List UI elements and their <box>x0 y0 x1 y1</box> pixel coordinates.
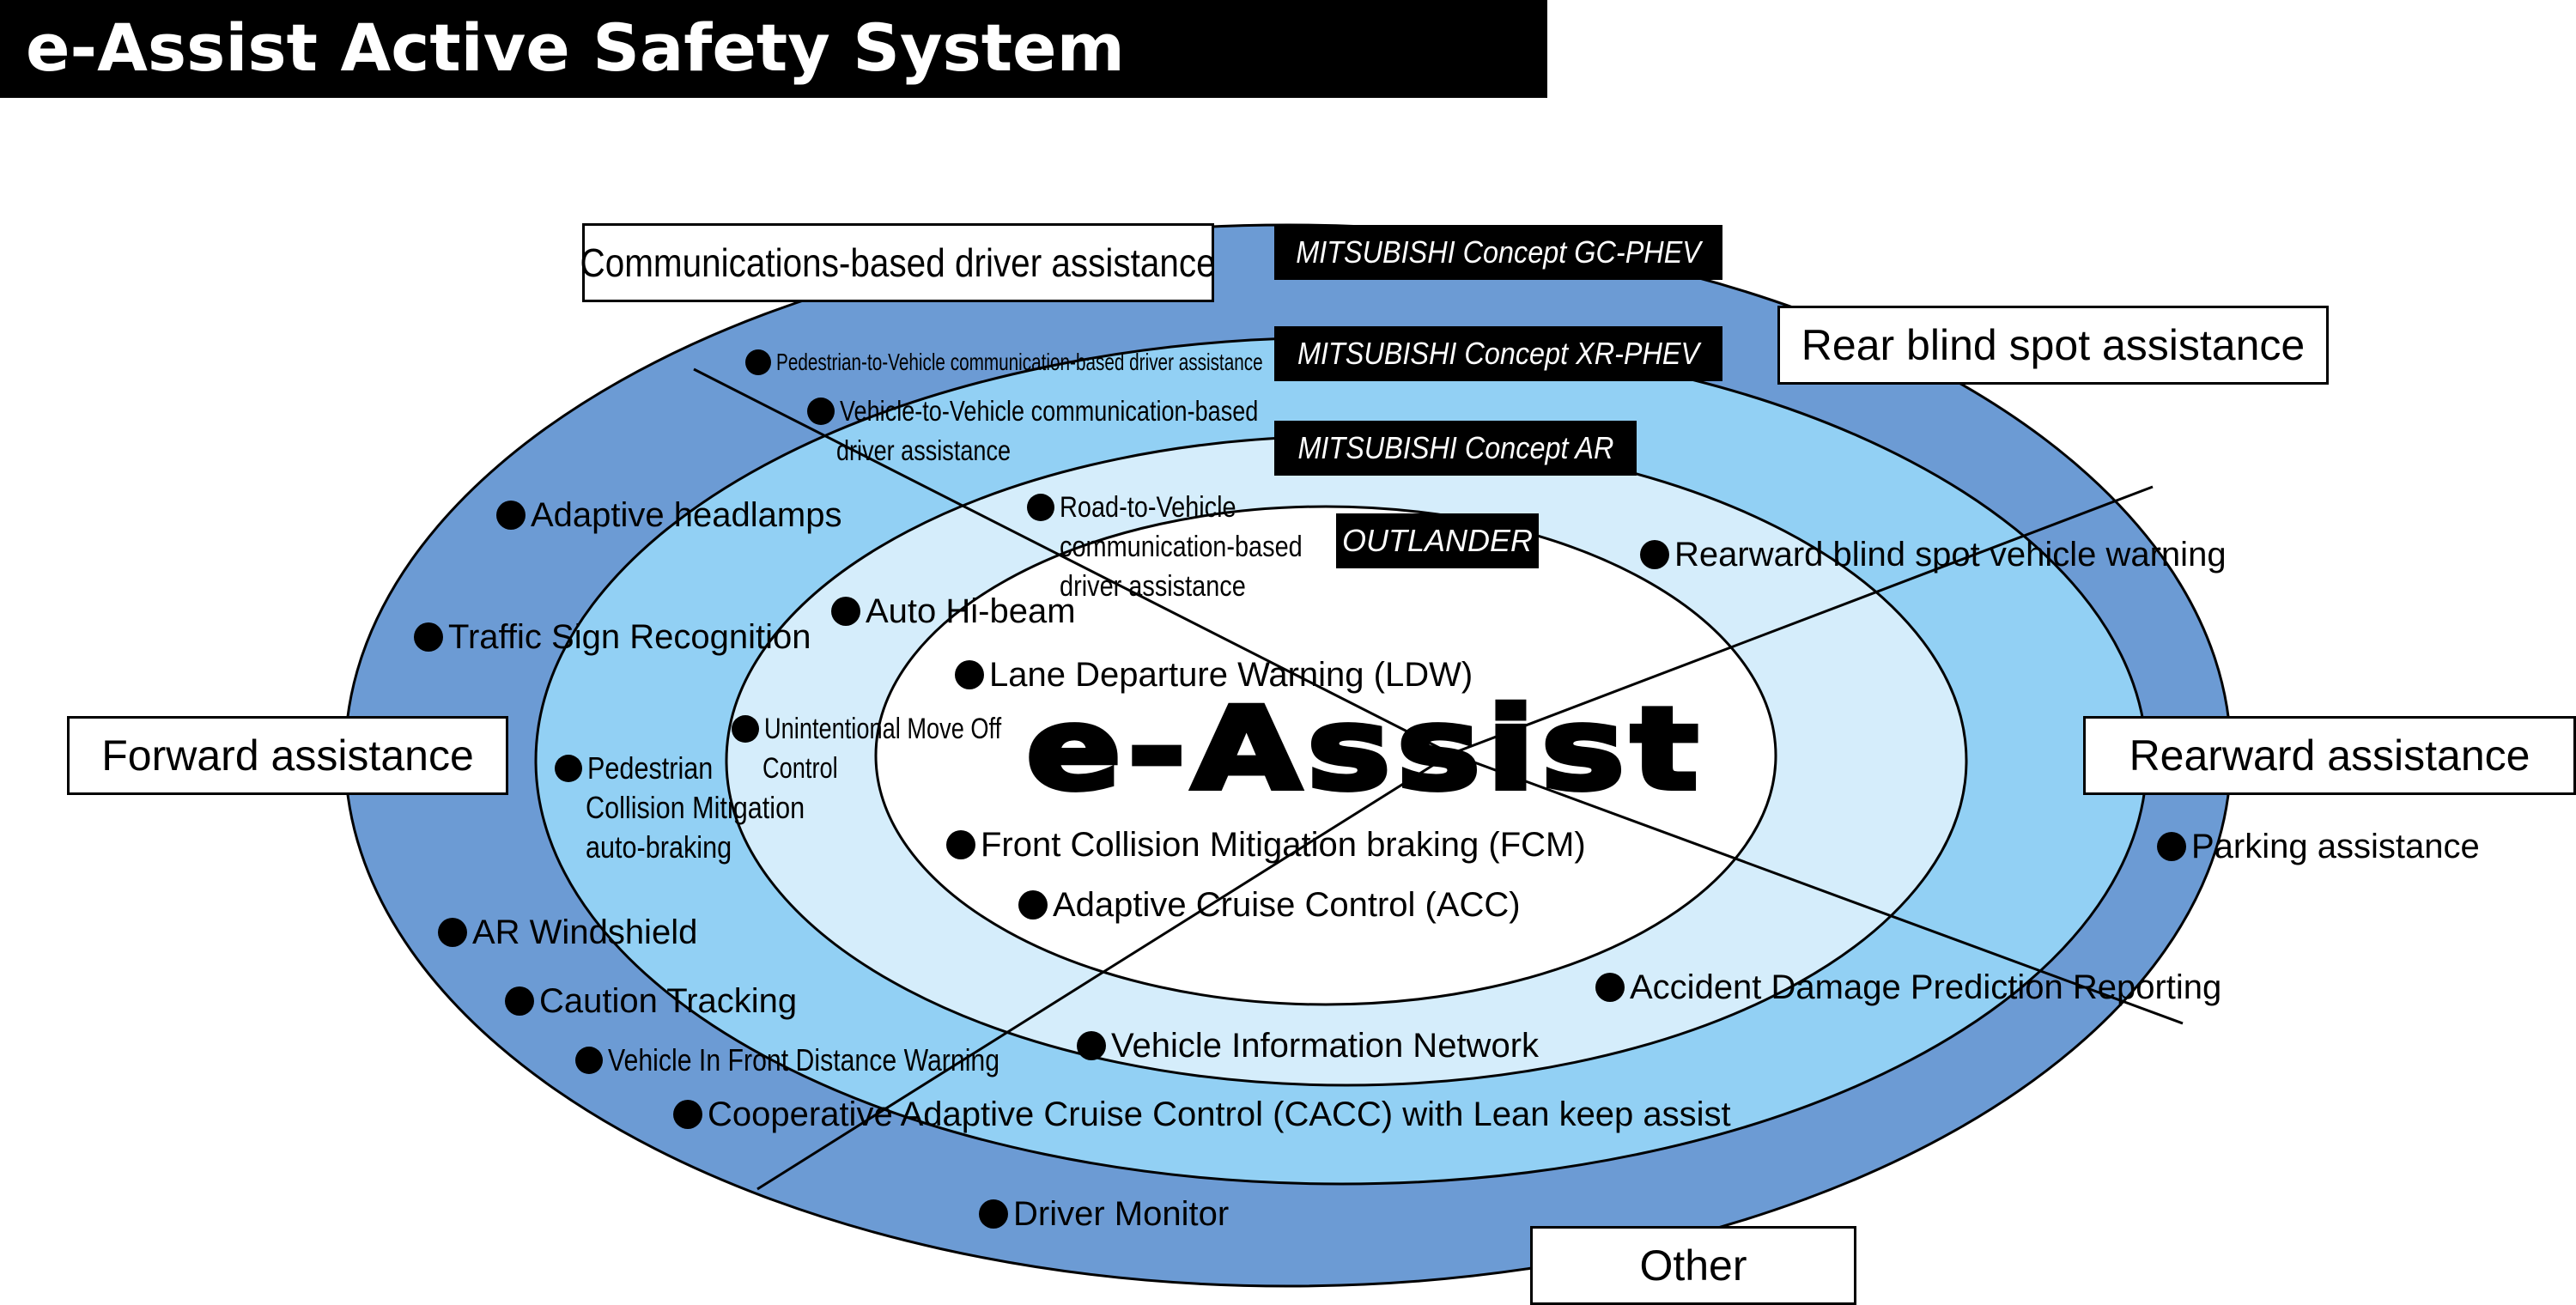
e-assist-logo: e-Assist <box>1024 692 1704 804</box>
bullet-dot <box>496 501 526 531</box>
divider-upper-left <box>693 367 1452 756</box>
bullet-dot <box>732 715 759 744</box>
feature-label: Traffic Sign Recognition <box>448 617 811 656</box>
feature-traffic-sign: Traffic Sign Recognition <box>414 616 811 657</box>
feature-label: Vehicle In Front Distance Warning <box>608 1042 1000 1078</box>
svg-text:e-Assist: e-Assist <box>1026 692 1704 804</box>
bullet-dot <box>1595 973 1625 1003</box>
feature-driver-monitor: Driver Monitor <box>979 1193 1229 1234</box>
feature-cacc: Cooperative Adaptive Cruise Control (CAC… <box>673 1094 1731 1134</box>
feature-unintentional-move-off: Unintentional Move Off Control <box>732 707 1060 788</box>
feature-ar-windshield: AR Windshield <box>438 912 697 952</box>
bullet-dot <box>946 830 975 860</box>
model-xr-phev: MITSUBISHI Concept XR-PHEV <box>1274 326 1722 381</box>
category-rearward: Rearward assistance <box>2083 716 2576 795</box>
feature-label: Vehicle Information Network <box>1111 1026 1540 1065</box>
bullet-dot <box>575 1047 603 1075</box>
bullet-dot <box>807 398 835 426</box>
bullet-dot <box>1077 1031 1106 1061</box>
model-xr-phev-label: MITSUBISHI Concept XR-PHEV <box>1297 336 1700 371</box>
bullet-dot <box>2157 832 2186 862</box>
feature-label: Vehicle-to-Vehicle communication-based <box>840 395 1259 428</box>
feature-label: Adaptive headlamps <box>531 495 842 534</box>
feature-acc: Adaptive Cruise Control (ACC) <box>1018 884 1521 925</box>
model-gc-phev-label: MITSUBISHI Concept GC-PHEV <box>1296 234 1701 270</box>
feature-label: Unintentional Move Off <box>764 713 1002 746</box>
feature-adaptive-headlamps: Adaptive headlamps <box>496 495 841 535</box>
category-forward-label: Forward assistance <box>101 731 474 780</box>
feature-label: Pedestrian-to-Vehicle communication-base… <box>776 348 1263 375</box>
divider-lower-left <box>756 752 1452 1191</box>
category-rear-blind-spot: Rear blind spot assistance <box>1777 306 2329 385</box>
feature-label: Rearward blind spot vehicle warning <box>1674 535 2227 574</box>
feature-auto-hi-beam: Auto Hi-beam <box>831 591 1076 631</box>
feature-label: Auto Hi-beam <box>866 592 1076 630</box>
feature-vehicle-in-front: Vehicle In Front Distance Warning <box>575 1041 1074 1078</box>
feature-parking: Parking assistance <box>2157 826 2480 866</box>
category-rearward-label: Rearward assistance <box>2129 731 2530 780</box>
model-ar-label: MITSUBISHI Concept AR <box>1297 430 1613 465</box>
bullet-dot <box>1640 540 1669 570</box>
divider-lower-right <box>1450 752 2184 1025</box>
feature-fcm: Front Collision Mitigation braking (FCM) <box>946 824 1586 865</box>
ring-outlander <box>874 505 1777 1006</box>
feature-label: Pedestrian <box>587 750 714 786</box>
feature-pedestrian-to-vehicle: Pedestrian-to-Vehicle communication-base… <box>745 347 1434 376</box>
category-other-label: Other <box>1639 1241 1747 1290</box>
feature-label: Accident Damage Prediction Reporting <box>1630 968 2222 1006</box>
feature-caution-tracking: Caution Tracking <box>505 980 797 1021</box>
feature-label: Lane Departure Warning (LDW) <box>989 655 1473 694</box>
feature-label-line3: auto-braking <box>586 829 732 865</box>
bullet-dot <box>1018 890 1048 920</box>
bullet-dot <box>414 622 443 652</box>
feature-pedestrian-collision: Pedestrian Collision Mitigation auto-bra… <box>555 747 843 867</box>
bullet-dot <box>438 918 467 948</box>
category-forward: Forward assistance <box>67 716 508 795</box>
divider-upper-right <box>1450 485 2154 756</box>
bullet-dot <box>745 349 771 375</box>
feature-label: Driver Monitor <box>1013 1194 1230 1233</box>
category-communications-label: Communications-based driver assistance <box>580 240 1217 285</box>
feature-label-line2: communication-based <box>1060 531 1303 564</box>
bullet-dot <box>673 1100 702 1130</box>
feature-label: Parking assistance <box>2191 827 2480 865</box>
feature-label-line2: Collision Mitigation <box>586 790 805 826</box>
feature-vehicle-info-network: Vehicle Information Network <box>1077 1025 1539 1065</box>
bullet-dot <box>979 1199 1008 1229</box>
feature-vehicle-to-vehicle: Vehicle-to-Vehicle communication-based d… <box>807 390 1350 470</box>
page-title: e-Assist Active Safety System <box>26 9 1125 86</box>
bullet-dot <box>505 986 534 1017</box>
feature-label-line2: driver assistance <box>836 434 1012 467</box>
category-rear-blind-spot-label: Rear blind spot assistance <box>1801 321 2306 369</box>
feature-ldw: Lane Departure Warning (LDW) <box>955 654 1473 695</box>
model-gc-phev: MITSUBISHI Concept GC-PHEV <box>1274 225 1722 280</box>
feature-label: AR Windshield <box>472 913 698 951</box>
feature-label-line3: driver assistance <box>1060 570 1246 604</box>
bullet-dot <box>955 660 984 690</box>
bullet-dot <box>555 755 582 783</box>
feature-label: Road-to-Vehicle <box>1060 491 1236 525</box>
bullet-dot <box>1027 494 1054 522</box>
feature-label: Adaptive Cruise Control (ACC) <box>1053 885 1521 924</box>
feature-label-line2: Control <box>762 752 838 786</box>
model-outlander: OUTLANDER <box>1336 513 1539 568</box>
feature-accident-damage: Accident Damage Prediction Reporting <box>1595 967 2221 1007</box>
feature-rearward-blind-spot: Rearward blind spot vehicle warning <box>1640 534 2227 574</box>
feature-label: Cooperative Adaptive Cruise Control (CAC… <box>708 1095 1731 1133</box>
feature-label: Caution Tracking <box>539 981 798 1020</box>
feature-road-to-vehicle: Road-to-Vehicle communication-based driv… <box>1027 486 1346 606</box>
category-other: Other <box>1530 1226 1856 1305</box>
bullet-dot <box>831 597 860 627</box>
model-ar: MITSUBISHI Concept AR <box>1274 421 1637 476</box>
title-bar: e-Assist Active Safety System <box>0 0 1547 98</box>
category-communications: Communications-based driver assistance <box>580 223 1217 302</box>
feature-label: Front Collision Mitigation braking (FCM) <box>981 825 1586 864</box>
model-outlander-label: OUTLANDER <box>1341 523 1534 558</box>
